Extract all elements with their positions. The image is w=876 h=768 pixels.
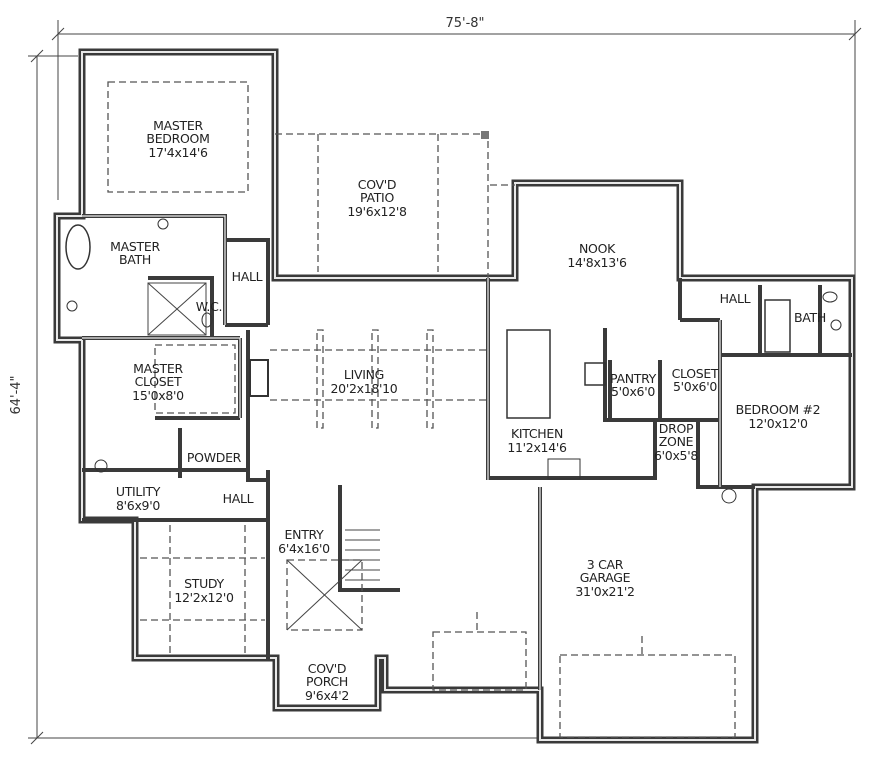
kitchen-size: 11'2x14'6 [507, 440, 567, 455]
master-bath-label-2: BATH [119, 252, 151, 267]
cooktop-icon [584, 362, 606, 386]
toilet-icon [822, 291, 838, 303]
drop-zone-label-2: ZONE [659, 434, 694, 449]
entry-label: ENTRY [285, 527, 325, 542]
garage-label-2: GARAGE [580, 570, 631, 585]
wc-label: W.C. [196, 299, 222, 314]
master-bedroom-label-2: BEDROOM [146, 131, 209, 146]
room-labels: MASTER BEDROOM 17'4x14'6 COV'D PATIO 19'… [110, 118, 826, 703]
powder-label: POWDER [187, 450, 242, 465]
bedroom2-size: 12'0x12'0 [748, 416, 808, 431]
patio-label: COV'D [358, 177, 396, 192]
master-closet-label-2: CLOSET [135, 374, 182, 389]
toilet-icon [201, 312, 213, 328]
refrigerator-icon [547, 458, 581, 480]
width-dimension: 75'-8" [51, 14, 862, 275]
bedroom2-label: BEDROOM #2 [736, 402, 821, 417]
study-label: STUDY [184, 576, 224, 591]
garage-size: 31'0x21'2 [575, 584, 634, 599]
porch-label-2: PORCH [306, 674, 348, 689]
bath-label: BATH [794, 310, 826, 325]
hall-utility-label: HALL [223, 491, 254, 506]
pantry-size: 5'0x6'0 [611, 384, 655, 399]
bathtub-icon [65, 224, 91, 270]
pantry-label: PANTRY [610, 371, 657, 386]
washer-icon [94, 459, 108, 473]
depth-dimension: 64'-4" [9, 49, 540, 745]
master-bedroom-label: MASTER [153, 118, 203, 133]
stairs-icon [345, 529, 380, 581]
living-label: LIVING [344, 367, 384, 382]
drop-zone-size: 6'0x5'8 [654, 448, 698, 463]
width-label: 75'-8" [445, 16, 484, 31]
utility-label: UTILITY [116, 484, 161, 499]
hall-label: HALL [232, 269, 263, 284]
nook-size: 14'8x13'6 [567, 255, 627, 270]
nook-label: NOOK [579, 241, 616, 256]
kitchen-label: KITCHEN [511, 426, 563, 441]
patio-size: 19'6x12'8 [347, 204, 407, 219]
garage-label: 3 CAR [587, 557, 624, 572]
master-closet-label: MASTER [133, 361, 183, 376]
interior-walls [82, 214, 852, 690]
closet-label: CLOSET [672, 366, 719, 381]
study-size: 12'2x12'0 [174, 590, 234, 605]
patio-label-2: PATIO [360, 190, 394, 205]
porch-size: 9'6x4'2 [305, 688, 349, 703]
fireplace-icon [249, 359, 269, 397]
entry-size: 6'4x16'0 [278, 541, 330, 556]
sink-icon [157, 218, 169, 230]
fixtures [65, 218, 842, 581]
sink-icon [66, 300, 78, 312]
patio-outline [275, 131, 515, 278]
closet-size: 5'0x6'0 [673, 379, 717, 394]
living-size: 20'2x18'10 [331, 381, 398, 396]
exterior-walls [53, 48, 856, 744]
porch-label: COV'D [308, 661, 346, 676]
master-bedroom-size: 17'4x14'6 [148, 145, 208, 160]
master-bath-label: MASTER [110, 239, 160, 254]
ceiling-details [107, 81, 736, 738]
hall-bed2-label: HALL [720, 291, 751, 306]
depth-label: 64'-4" [9, 375, 24, 414]
master-closet-size: 15'0x8'0 [132, 388, 184, 403]
water-heater-icon [721, 488, 737, 504]
utility-size: 8'6x9'0 [116, 498, 160, 513]
tub-icon [764, 299, 791, 353]
kitchen-island [506, 329, 551, 419]
drop-zone-label: DROP [659, 421, 694, 436]
sink-icon [830, 319, 842, 331]
